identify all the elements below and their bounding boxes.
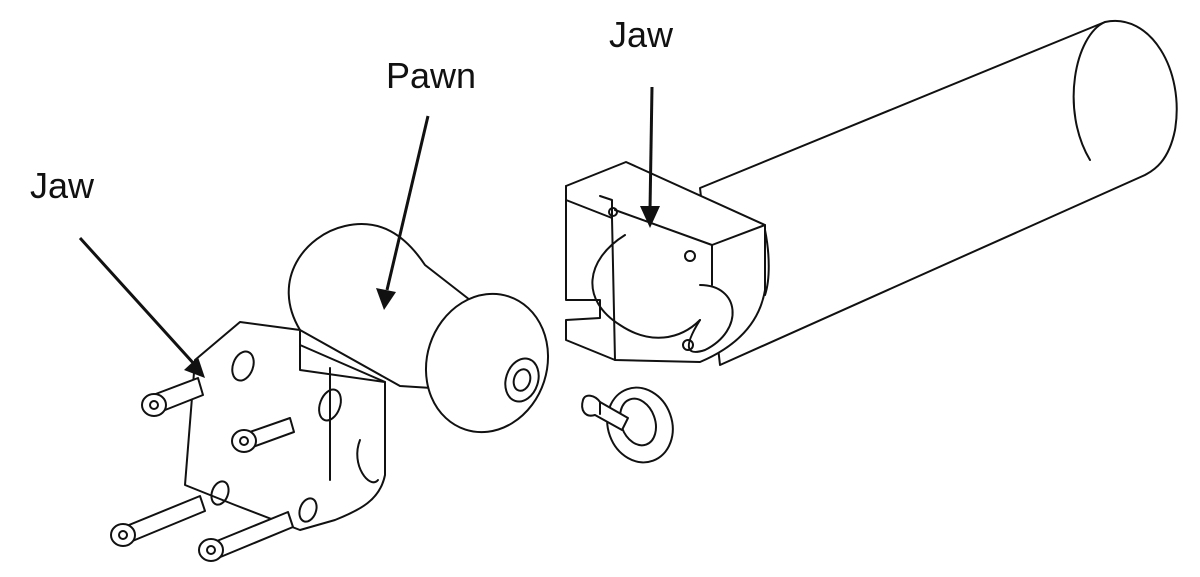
cap-screw-2 (231, 417, 295, 453)
arrow-jaw-left (78, 236, 205, 378)
pawn (287, 223, 550, 434)
small-screw (581, 386, 674, 464)
right-jaw-block (565, 161, 766, 363)
cap-screw-1 (141, 377, 204, 417)
cap-screw-3 (110, 495, 206, 547)
cap-screw-4 (198, 511, 294, 562)
cylinder-body (699, 19, 1178, 366)
label-jaw-right: Jaw (609, 14, 674, 55)
label-pawn: Pawn (386, 55, 477, 96)
arrow-pawn (376, 115, 430, 310)
arrow-jaw-right (640, 86, 660, 228)
label-jaw-left: Jaw (30, 165, 95, 206)
